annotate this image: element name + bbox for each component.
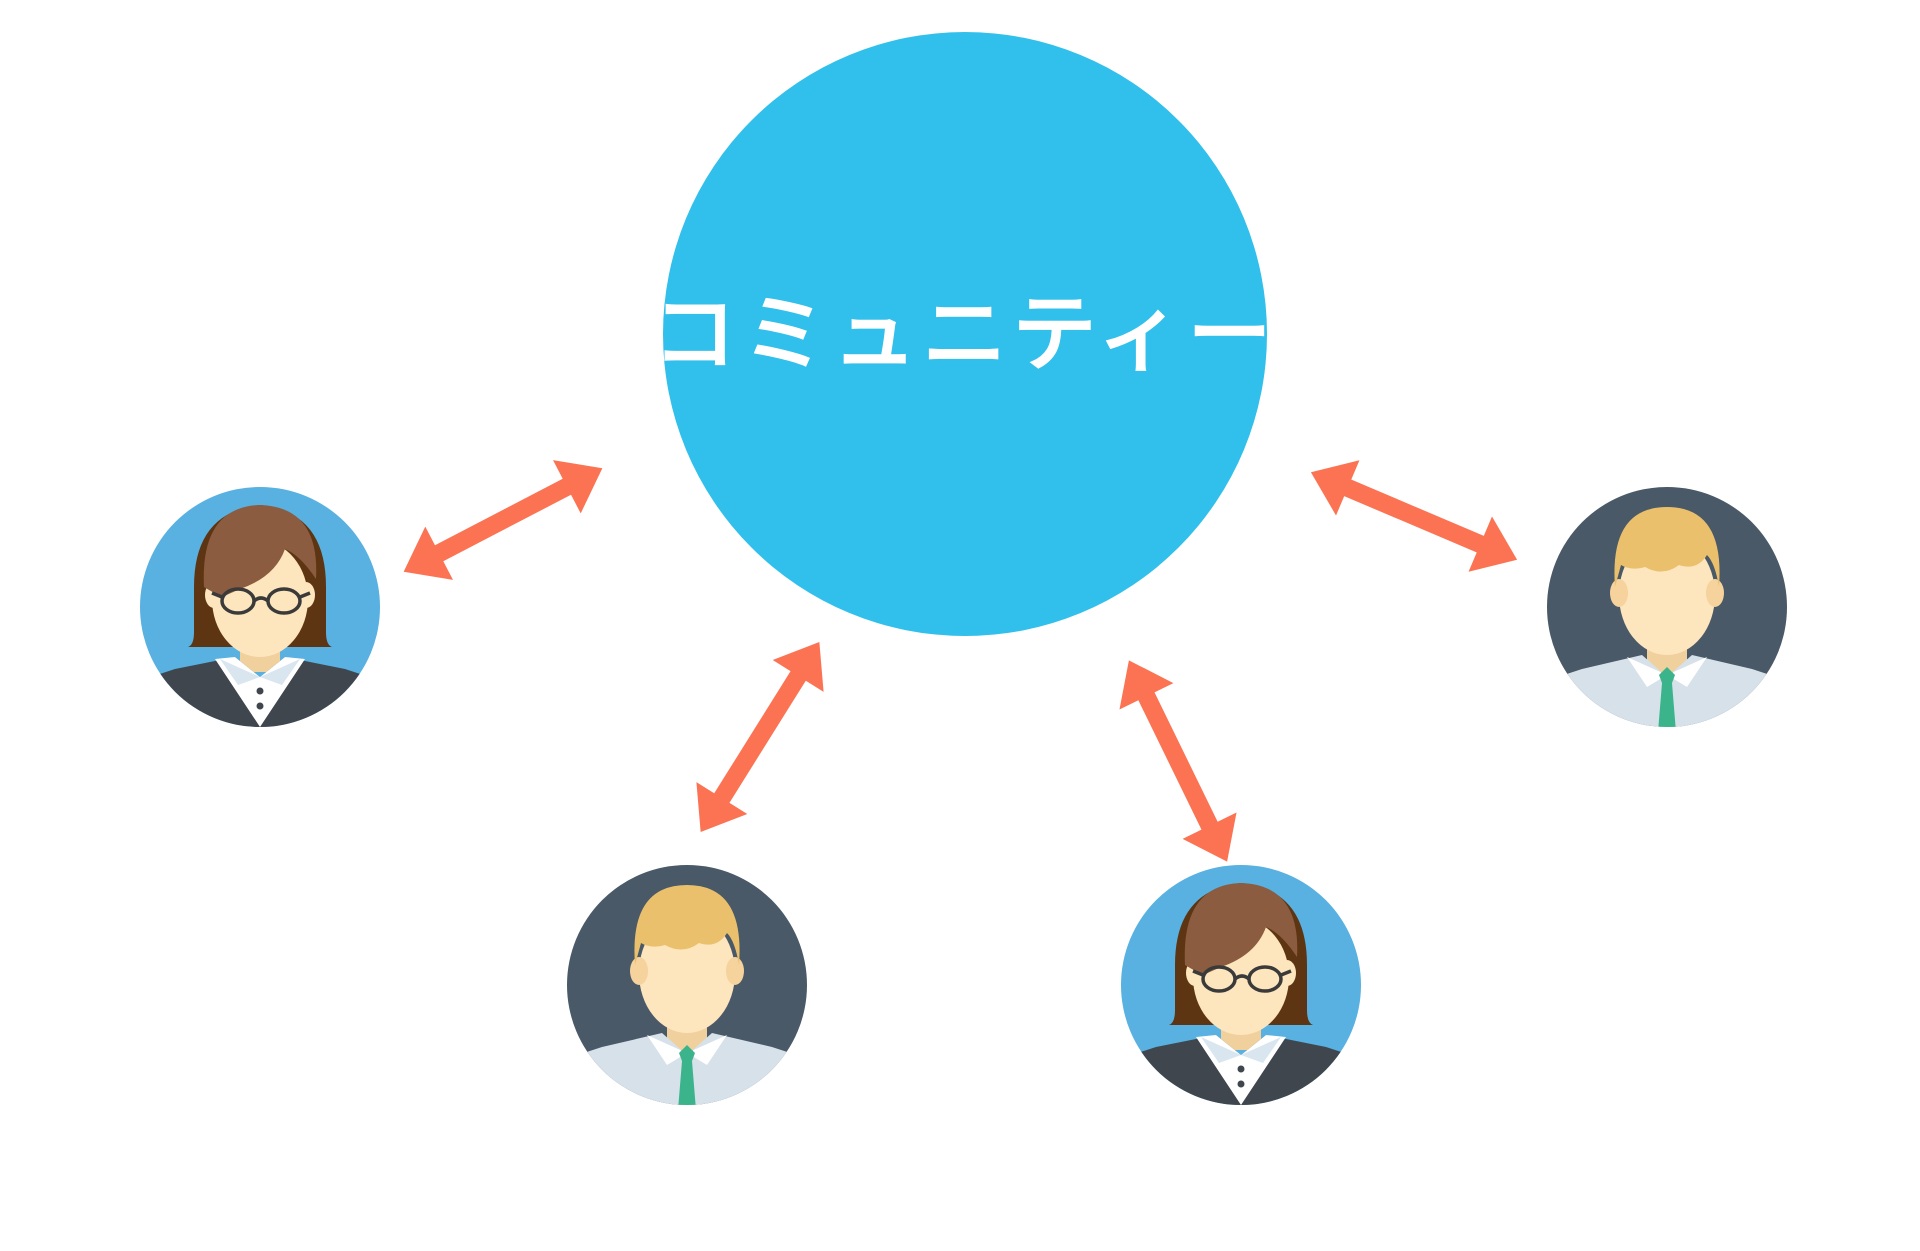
community-hub-label: コミュニティー bbox=[653, 285, 1278, 383]
connection-arrow-left bbox=[389, 441, 617, 599]
connection-arrow-bottom-left bbox=[675, 626, 845, 848]
member-avatar-man-bottom-left bbox=[547, 865, 827, 1125]
connection-arrow-bottom-right bbox=[1101, 647, 1255, 875]
member-avatar-woman-left bbox=[120, 487, 400, 747]
community-hub: コミュニティー bbox=[653, 32, 1278, 636]
member-avatar-woman-bottom-right bbox=[1101, 865, 1381, 1125]
connection-arrow-right bbox=[1299, 444, 1529, 588]
member-avatar-man-right bbox=[1527, 487, 1807, 747]
